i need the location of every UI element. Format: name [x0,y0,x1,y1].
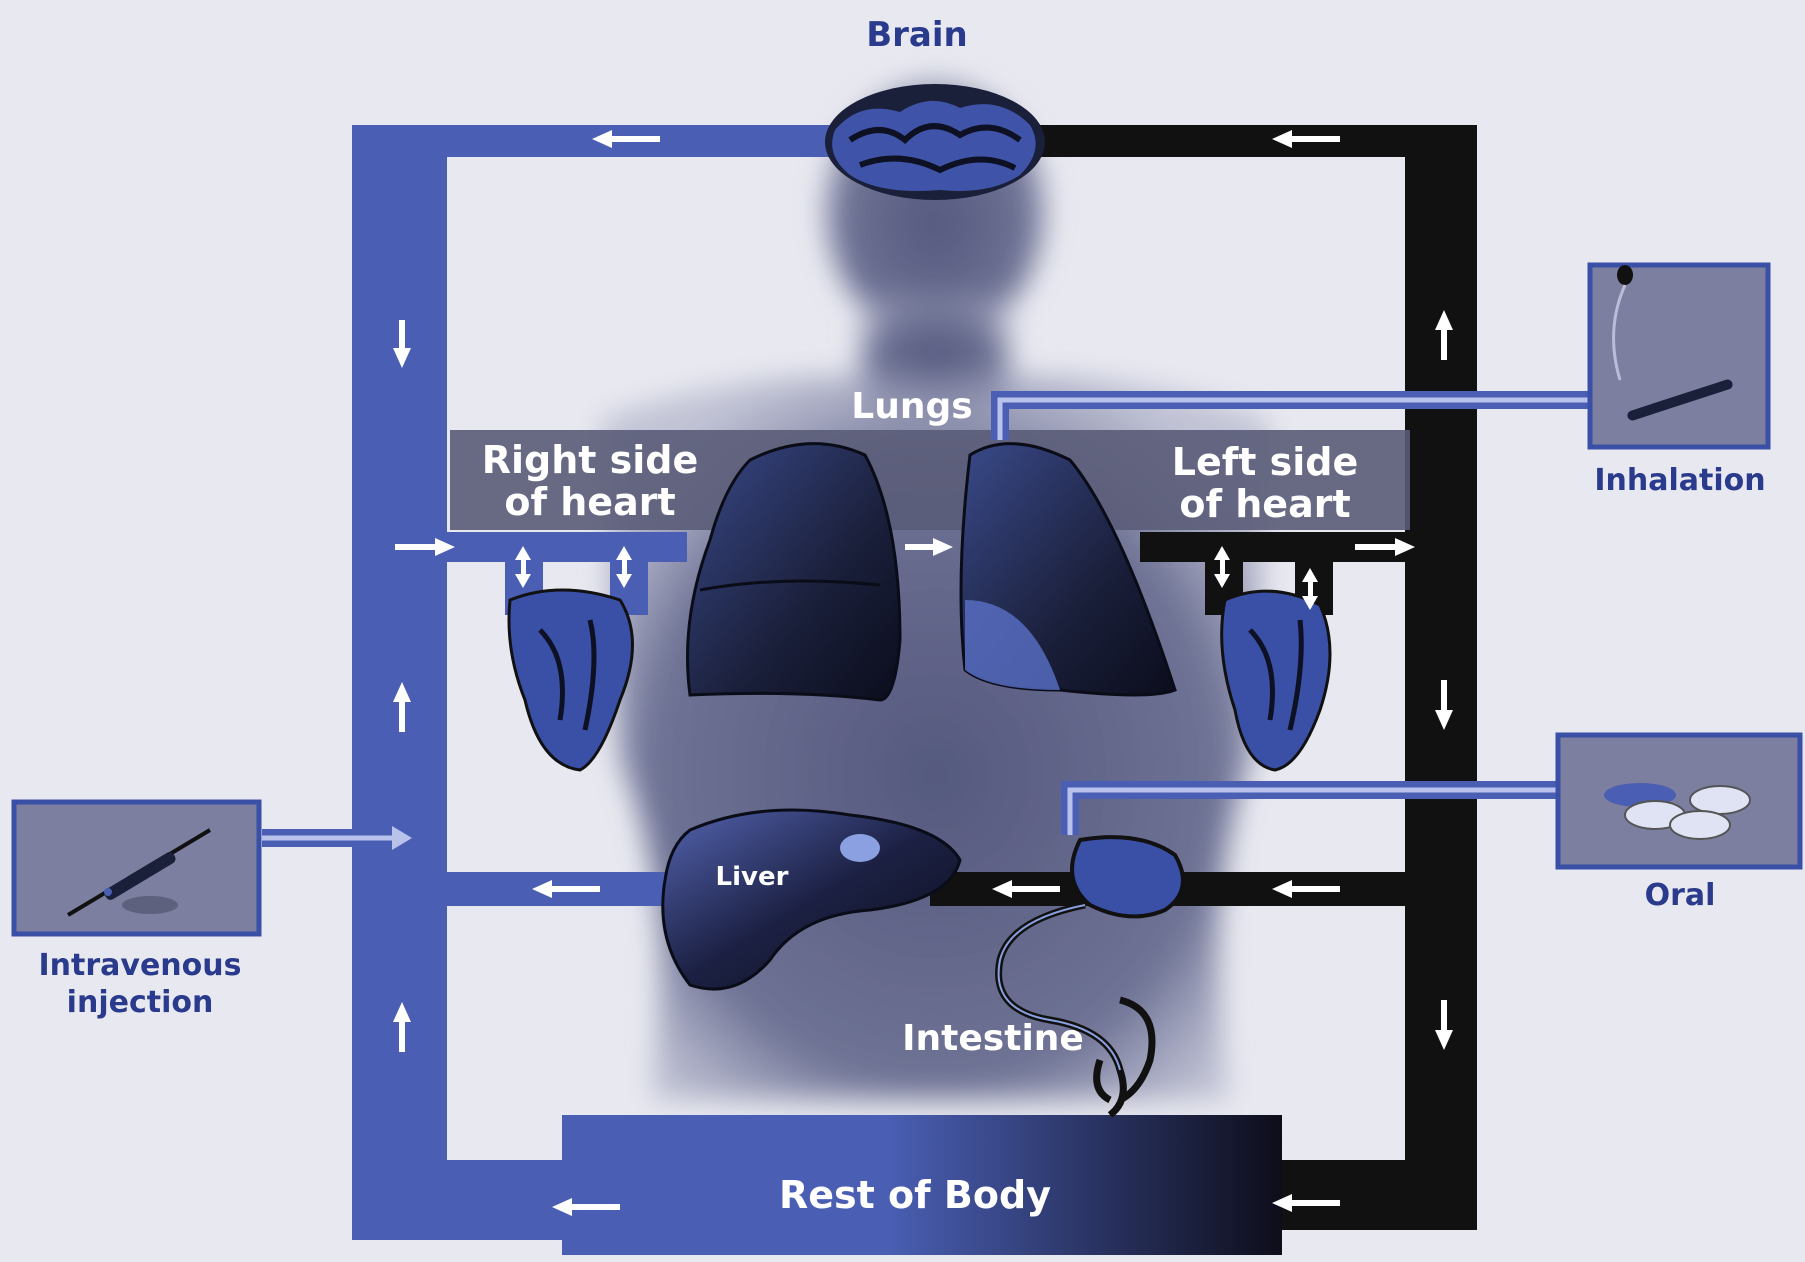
pulmonary-artery [447,532,687,562]
intravenous-label-line2: injection [67,985,214,1020]
inhalation-box [1590,265,1768,447]
right-heart-label-line1: Right side [482,438,699,482]
left-heart-label-line1: Left side [1172,440,1359,484]
arterial-vessel-right [1405,125,1477,1230]
rest-of-body-label: Rest of Body [779,1173,1051,1217]
lungs-label: Lungs [851,386,972,427]
arterial-vessel-bottom [1270,1160,1477,1230]
venous-vessel-left [352,125,447,1240]
arterial-vessel-top [1040,125,1477,157]
left-heart-label-line2: of heart [1179,482,1350,526]
inhalation-label: Inhalation [1594,463,1765,498]
oral-label: Oral [1645,878,1716,913]
brain-label: Brain [866,15,968,55]
brain-organ [825,84,1045,200]
right-heart-label-line2: of heart [504,480,675,524]
intravenous-label-line1: Intravenous [39,948,242,983]
intravenous-box [14,802,259,934]
intestine-label: Intestine [902,1018,1084,1059]
liver-label: Liver [716,862,789,892]
oral-box [1558,735,1800,867]
